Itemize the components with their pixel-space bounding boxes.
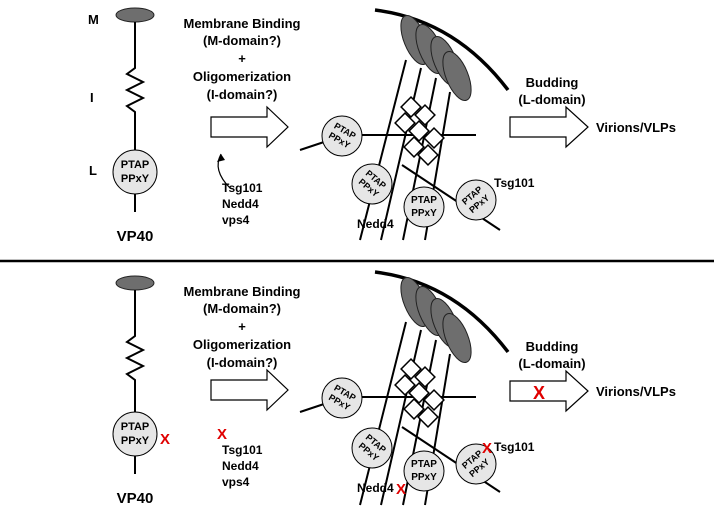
step1-plus: +	[238, 51, 246, 66]
assembly-circle-4	[455, 179, 497, 221]
panel-top: M I L PTAP PPxY VP40 Membrane Binding (M…	[88, 7, 676, 245]
x-mark-vp40: X	[160, 431, 170, 448]
step2-line1: Budding	[526, 75, 579, 90]
vp40-assembly-bottom: PTAP PPxY PTAP PPxY PTAP PPxY PTAP PPxY …	[299, 270, 535, 506]
oligomer-diamonds	[394, 358, 445, 428]
step1-line4: (I-domain?)	[207, 87, 278, 102]
x-mark-budding: X	[533, 383, 545, 403]
step1-line3: Oligomerization	[193, 69, 291, 84]
vp40-circle-line1: PTAP	[121, 421, 150, 433]
vp40-backbone	[124, 22, 146, 150]
step1-line2: (M-domain?)	[203, 301, 281, 316]
factor-vps4: vps4	[222, 475, 250, 489]
domain-letter-m: M	[88, 12, 99, 27]
x-mark-nedd4: X	[396, 481, 406, 498]
step1-line2: (M-domain?)	[203, 33, 281, 48]
vp40-label: VP40	[117, 490, 154, 507]
vp40-backbone	[124, 290, 146, 412]
step2-line1: Budding	[526, 339, 579, 354]
vp40-l-domain-circle	[112, 411, 158, 457]
step2-arrow	[509, 105, 589, 149]
assembly-circle-3	[403, 186, 445, 228]
m-domain-oval	[115, 7, 155, 23]
step2-line2: (L-domain)	[518, 92, 585, 107]
vp40-assembly-top: PTAP PPxY PTAP PPxY PTAP PPxY PTAP PPxY …	[299, 8, 535, 241]
step1-arrow	[210, 105, 289, 149]
x-mark-factors: X	[217, 426, 227, 443]
vp40-label: VP40	[117, 228, 154, 245]
assembly-nedd4-label: Nedd4	[357, 217, 394, 231]
step1-line1: Membrane Binding	[183, 16, 300, 31]
vp40-circle-line2: PPxY	[121, 173, 150, 185]
assembly-nedd4-label: Nedd4	[357, 481, 394, 495]
assembly-circle-3	[403, 450, 445, 492]
vp40-l-domain-circle	[112, 149, 158, 195]
factor-tsg101: Tsg101	[222, 443, 263, 457]
assembly-circle-3-line1: PTAP	[411, 195, 437, 206]
x-mark-tsg101: X	[482, 440, 492, 457]
m-domain-oval-4	[442, 313, 472, 363]
oligomer-diamonds	[394, 96, 445, 166]
step1-line1: Membrane Binding	[183, 284, 300, 299]
assembly-circle-1	[321, 115, 363, 157]
step2-line2: (L-domain)	[518, 356, 585, 371]
m-domain-oval-4	[442, 51, 472, 101]
membrane-arc	[374, 8, 510, 92]
vp40-circle-line2: PPxY	[121, 435, 150, 447]
factor-nedd4: Nedd4	[222, 197, 259, 211]
assembly-circle-1	[321, 377, 363, 419]
step1-line3: Oligomerization	[193, 337, 291, 352]
panel-bottom: PTAP PPxY VP40 X Membrane Binding (M-dom…	[112, 270, 676, 507]
domain-letter-i: I	[90, 90, 94, 105]
assembly-circle-2	[351, 427, 393, 469]
m-domain-oval	[115, 275, 155, 291]
factor-tsg101: Tsg101	[222, 181, 263, 195]
result-label: Virions/VLPs	[596, 384, 676, 399]
step1-line4: (I-domain?)	[207, 355, 278, 370]
assembly-strands	[359, 321, 451, 506]
factor-pointer-head	[217, 154, 225, 162]
result-label: Virions/VLPs	[596, 120, 676, 135]
assembly-circle-4	[455, 443, 497, 485]
assembly-circle-3-line1: PTAP	[411, 459, 437, 470]
step2-arrow	[509, 369, 589, 413]
step1-plus: +	[238, 319, 246, 334]
vp40-circle-line1: PTAP	[121, 159, 150, 171]
step1-arrow	[210, 368, 289, 412]
assembly-circle-3-line2: PPxY	[411, 208, 437, 219]
assembly-circle-3-line2: PPxY	[411, 472, 437, 483]
assembly-tsg101-label: Tsg101	[494, 440, 535, 454]
factor-vps4: vps4	[222, 213, 250, 227]
factor-nedd4: Nedd4	[222, 459, 259, 473]
assembly-circle-2	[351, 163, 393, 205]
assembly-tsg101-label: Tsg101	[494, 176, 535, 190]
domain-letter-l: L	[89, 163, 97, 178]
membrane-arc	[374, 270, 510, 354]
assembly-strands	[359, 59, 451, 241]
